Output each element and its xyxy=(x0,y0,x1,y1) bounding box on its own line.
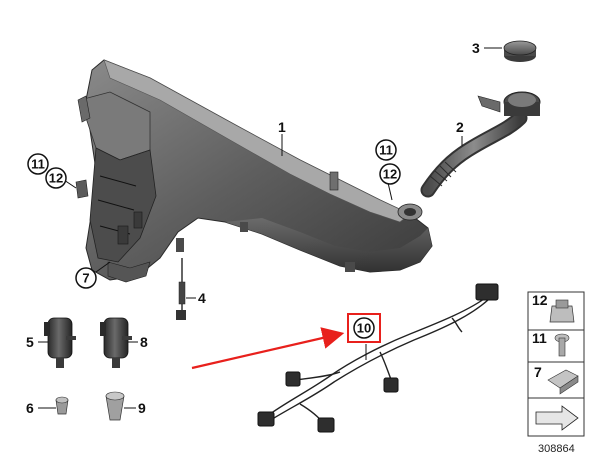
arrow-plate-icon xyxy=(535,405,579,431)
svg-text:11: 11 xyxy=(379,143,393,158)
washer-fluid-reservoir xyxy=(75,59,433,283)
callout-2: 2 xyxy=(456,119,464,135)
legend-label-7: 7 xyxy=(534,364,542,380)
callout-11-right: 11 xyxy=(375,139,397,161)
callout-10-highlight: 10 xyxy=(347,313,381,343)
callout-8: 8 xyxy=(140,334,148,350)
reservoir-cap xyxy=(503,40,537,62)
callout-labels: 3 2 1 4 5 6 8 9 11 12 7 11 12 xyxy=(26,40,575,455)
svg-text:12: 12 xyxy=(383,167,397,182)
clip-icon xyxy=(547,369,579,395)
filler-neck-hose xyxy=(420,91,541,198)
washer-pump-front xyxy=(44,317,76,368)
callout-1: 1 xyxy=(278,119,286,135)
legend-label-11: 11 xyxy=(532,330,547,346)
legend-label-12: 12 xyxy=(532,292,548,308)
callout-9: 9 xyxy=(138,400,146,416)
callout-11-left: 11 xyxy=(27,153,49,175)
callout-12-right: 12 xyxy=(379,163,401,185)
callout-4: 4 xyxy=(198,290,206,306)
callout-3: 3 xyxy=(472,40,480,56)
level-sensor xyxy=(176,258,186,320)
diagram-number: 308864 xyxy=(538,443,575,455)
screw-icon xyxy=(554,333,570,357)
callout-5: 5 xyxy=(26,334,34,350)
svg-text:11: 11 xyxy=(31,157,45,172)
highlight-arrow xyxy=(191,327,345,370)
svg-text:7: 7 xyxy=(82,271,89,286)
grommet-large xyxy=(105,391,125,421)
grommet-small xyxy=(55,396,69,415)
leader-lines xyxy=(38,47,502,409)
callout-6: 6 xyxy=(26,400,34,416)
callout-12-left: 12 xyxy=(45,167,67,189)
callout-7-tank: 7 xyxy=(75,267,97,289)
svg-text:12: 12 xyxy=(49,171,63,186)
washer-pump-rear xyxy=(100,317,132,368)
harness-connectors xyxy=(257,283,499,433)
small-parts-legend xyxy=(527,291,585,437)
nut-icon xyxy=(549,299,575,323)
svg-text:10: 10 xyxy=(357,321,371,336)
